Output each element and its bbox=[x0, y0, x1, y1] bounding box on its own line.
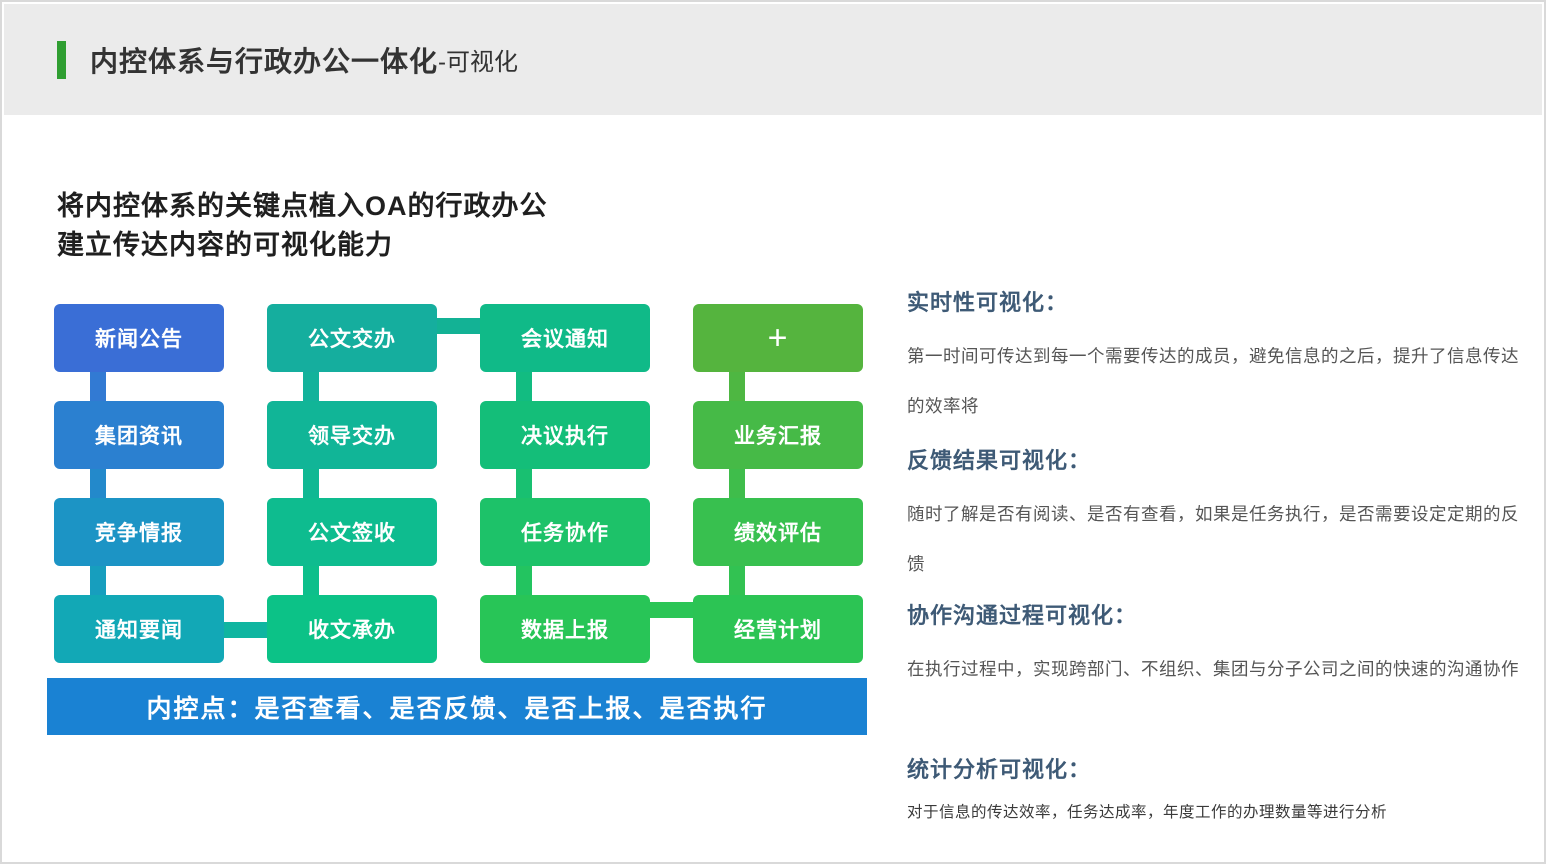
visualization-section-feedback: 反馈结果可视化： 随时了解是否有阅读、是否有查看，如果是任务执行，是否需要设定定… bbox=[907, 443, 1525, 589]
connector-vertical bbox=[729, 469, 745, 498]
connector-vertical bbox=[90, 566, 106, 595]
intro-heading: 将内控体系的关键点植入OA的行政办公 建立传达内容的可视化能力 bbox=[57, 187, 548, 265]
module-box: 竞争情报 bbox=[54, 498, 224, 566]
intro-line-1: 将内控体系的关键点植入OA的行政办公 bbox=[57, 191, 548, 221]
connector-vertical bbox=[90, 372, 106, 401]
module-box: 数据上报 bbox=[480, 595, 650, 663]
connector-vertical bbox=[729, 566, 745, 595]
connector-vertical bbox=[303, 372, 319, 401]
section-body: 在执行过程中，实现跨部门、不组织、集团与分子公司之间的快速的沟通协作 bbox=[907, 659, 1519, 679]
connector-vertical bbox=[303, 469, 319, 498]
module-box: 通知要闻 bbox=[54, 595, 224, 663]
page-header: 内控体系与行政办公一体化 -可视化 bbox=[4, 4, 1542, 115]
module-box: 经营计划 bbox=[693, 595, 863, 663]
section-heading: 协作沟通过程可视化： bbox=[907, 603, 1138, 628]
visualization-section-collaboration: 协作沟通过程可视化： 在执行过程中，实现跨部门、不组织、集团与分子公司之间的快速… bbox=[907, 598, 1525, 694]
module-box: 新闻公告 bbox=[54, 304, 224, 372]
connector-vertical bbox=[729, 372, 745, 401]
connector-vertical bbox=[516, 469, 532, 498]
module-box: 绩效评估 bbox=[693, 498, 863, 566]
module-box: 任务协作 bbox=[480, 498, 650, 566]
page-title: 内控体系与行政办公一体化 bbox=[90, 45, 439, 77]
visualization-section-statistics: 统计分析可视化： 对于信息的传达效率，任务达成率，年度工作的办理数量等进行分析 bbox=[907, 752, 1525, 826]
connector-horizontal bbox=[650, 602, 693, 618]
module-box-plus: + bbox=[693, 304, 863, 372]
module-box: 领导交办 bbox=[267, 401, 437, 469]
connector-vertical bbox=[516, 566, 532, 595]
control-points-banner: 内控点：是否查看、是否反馈、是否上报、是否执行 bbox=[47, 678, 867, 735]
connector-horizontal bbox=[224, 622, 267, 638]
module-box: 公文签收 bbox=[267, 498, 437, 566]
module-box: 集团资讯 bbox=[54, 401, 224, 469]
page-title-suffix: -可视化 bbox=[438, 49, 519, 76]
visualization-section-realtime: 实时性可视化： 第一时间可传达到每一个需要传达的成员，避免信息的之后，提升了信息… bbox=[907, 285, 1525, 431]
module-box: 决议执行 bbox=[480, 401, 650, 469]
section-body: 第一时间可传达到每一个需要传达的成员，避免信息的之后，提升了信息传达的效率将 bbox=[907, 346, 1519, 416]
section-heading: 实时性可视化： bbox=[907, 290, 1069, 315]
connector-vertical bbox=[516, 372, 532, 401]
module-box: 会议通知 bbox=[480, 304, 650, 372]
connector-vertical bbox=[90, 469, 106, 498]
section-heading: 统计分析可视化： bbox=[907, 757, 1092, 782]
accent-bar bbox=[57, 40, 66, 79]
section-body: 随时了解是否有阅读、是否有查看，如果是任务执行，是否需要设定定期的反馈 bbox=[907, 504, 1519, 574]
connector-vertical bbox=[303, 566, 319, 595]
module-box: 业务汇报 bbox=[693, 401, 863, 469]
intro-line-2: 建立传达内容的可视化能力 bbox=[57, 230, 393, 260]
module-box: 公文交办 bbox=[267, 304, 437, 372]
section-heading: 反馈结果可视化： bbox=[907, 448, 1092, 473]
section-body: 对于信息的传达效率，任务达成率，年度工作的办理数量等进行分析 bbox=[907, 804, 1388, 821]
connector-horizontal bbox=[437, 318, 480, 334]
module-box: 收文承办 bbox=[267, 595, 437, 663]
